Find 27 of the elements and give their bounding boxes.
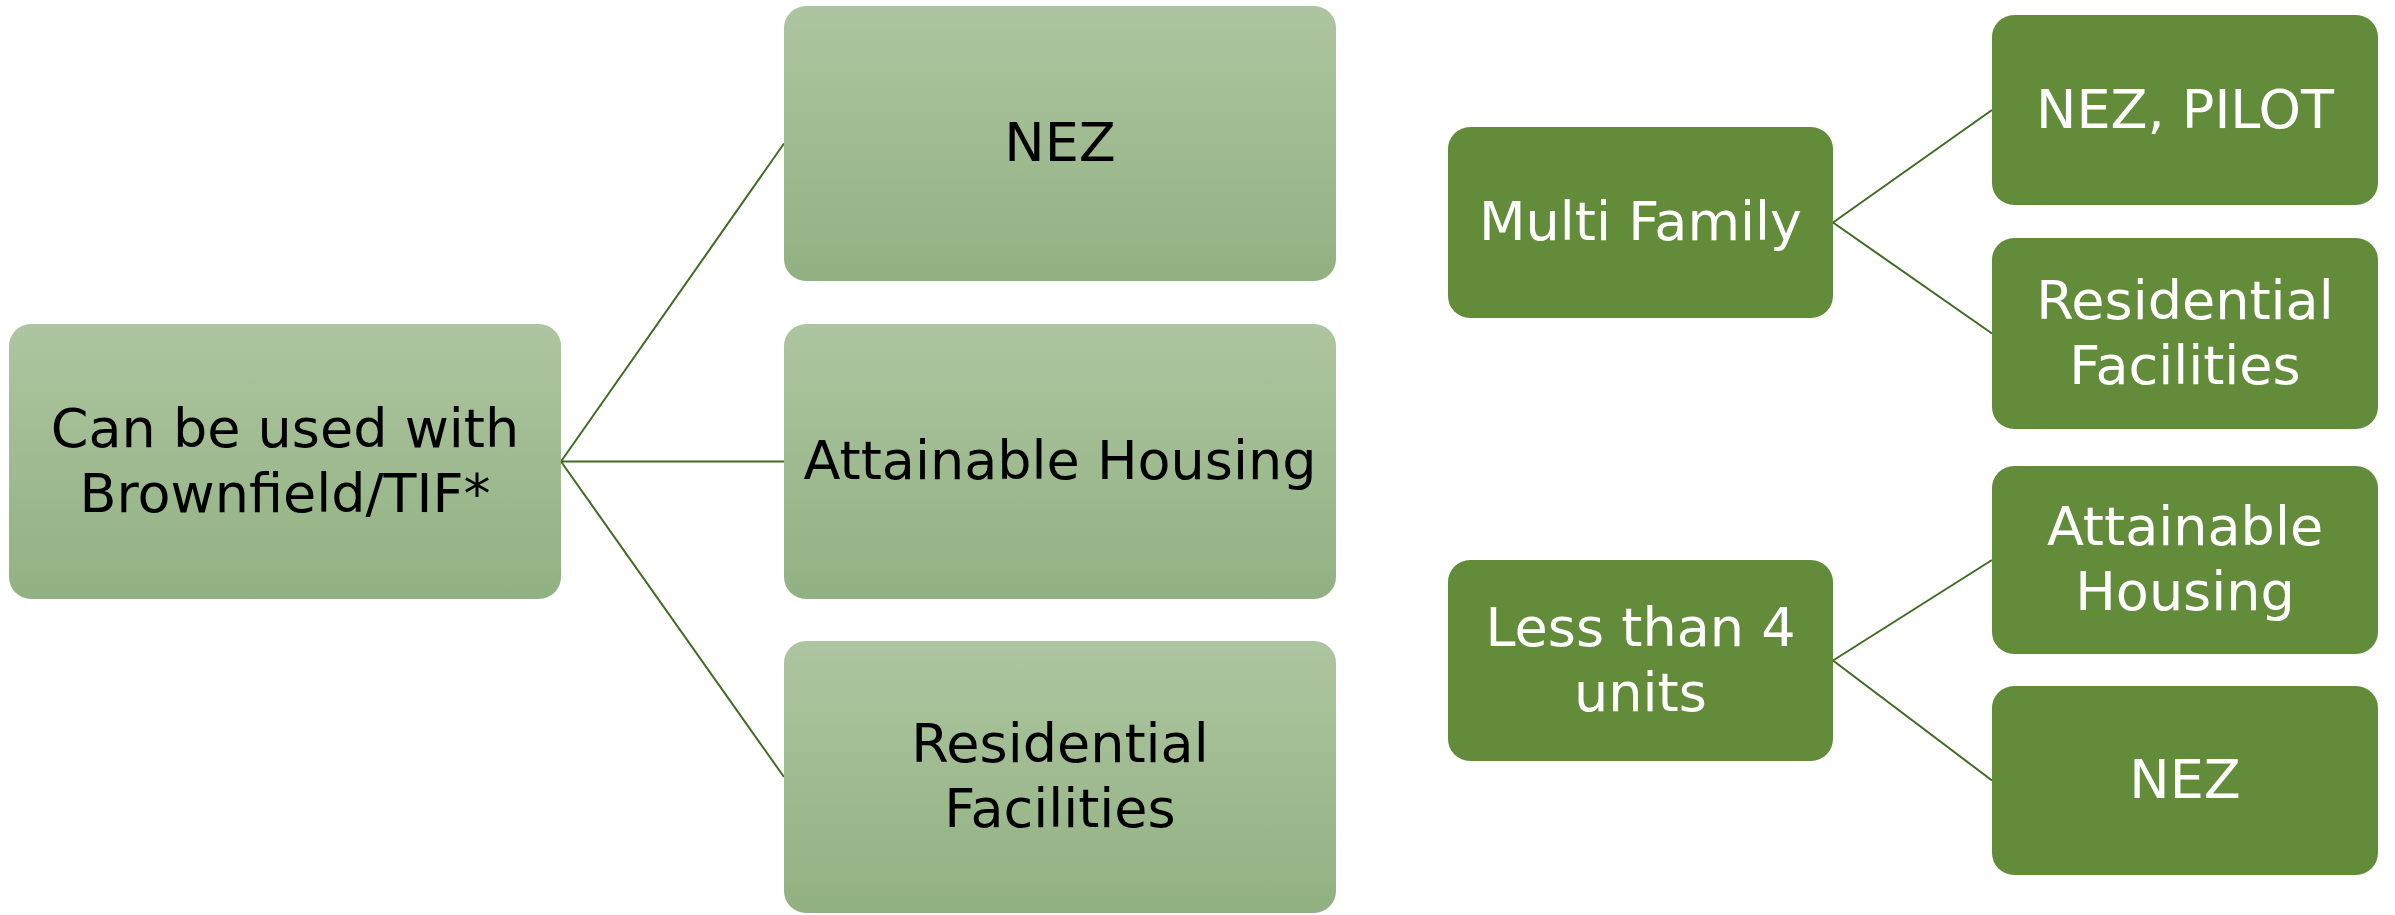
box-label: Can be used with Brownfield/TIF* [49,396,521,527]
box-label: Multi Family [1479,190,1802,255]
box-label: NEZ [1004,111,1116,176]
process-box [784,6,1336,281]
box-label: NEZ [2129,748,2241,813]
process-box [1992,466,2378,654]
connector-line [1832,221,1993,335]
process-box [1992,15,2378,205]
connector-line [560,460,785,463]
box-label: Attainable Housing [803,429,1317,494]
box-label: NEZ, PILOT [2036,77,2334,143]
process-box [784,324,1336,599]
process-box [9,324,561,599]
process-box [1992,238,2378,429]
connector-line [1832,109,1993,224]
box-label: Less than 4 units [1484,595,1797,726]
box-label: Residential Facilities [910,712,1210,842]
process-box [1448,560,1833,761]
connector-line [560,460,785,778]
connector-line [1832,659,1993,782]
process-box [1448,127,1833,318]
box-label: Attainable Housing [2045,495,2325,625]
box-label: Residential Facilities [2035,268,2335,399]
connector-line [1832,559,1993,662]
connector-line [560,142,785,463]
process-box [784,641,1336,913]
process-box [1992,686,2378,875]
